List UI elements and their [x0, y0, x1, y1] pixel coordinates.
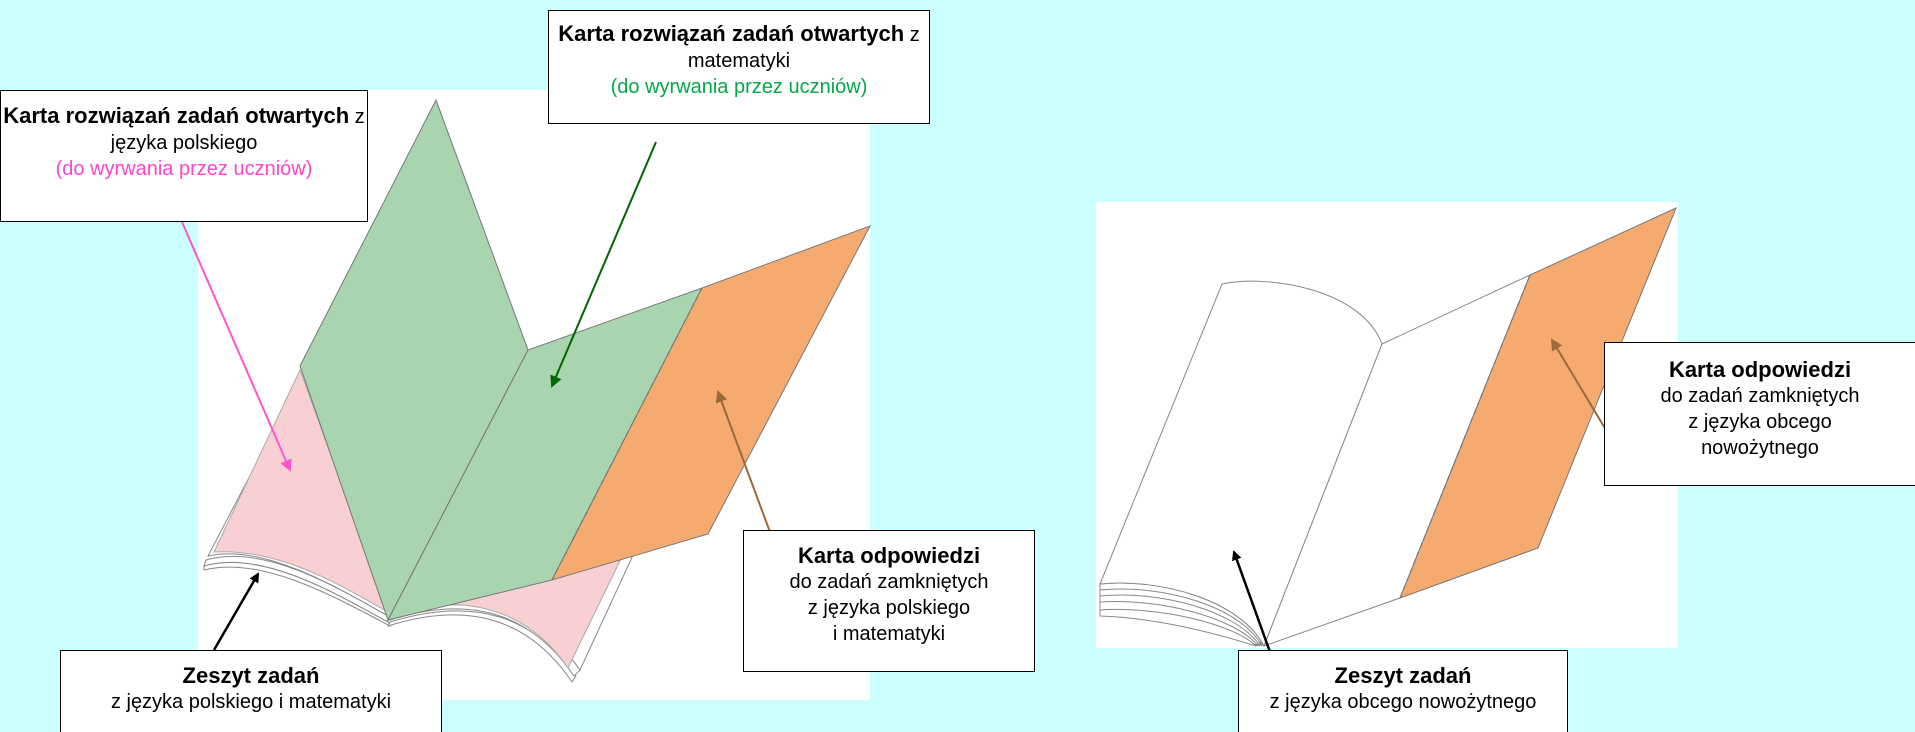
- arrow-answer-right: [1550, 338, 1607, 431]
- arrow-booklet-left: [212, 572, 260, 651]
- tear-line-right: [1399, 274, 1531, 599]
- arrow-polish-open: [181, 221, 292, 472]
- label-title: Karta rozwiązań zadań otwartych: [3, 103, 350, 128]
- label-answer-sheet-right: Karta odpowiedzi do zadań zamkniętych z …: [1604, 342, 1915, 486]
- label-note: (do wyrwania przez uczniów): [610, 76, 868, 98]
- label-booklet-left: Zeszyt zadań z języka polskiego i matema…: [60, 650, 442, 732]
- label-title: Zeszyt zadań: [182, 663, 320, 688]
- arrow-math-open: [550, 141, 657, 388]
- answer-sheet-right: [1399, 207, 1677, 599]
- tear-line-left: [551, 287, 703, 581]
- arrow-answer-left: [715, 390, 771, 533]
- label-polish-open-sheet: Karta rozwiązań zadań otwartych z języka…: [0, 90, 368, 222]
- label-line-3: i matematyki: [832, 623, 946, 645]
- label-subject: z matematyki: [687, 24, 920, 72]
- label-note: (do wyrwania przez uczniów): [55, 158, 313, 180]
- arrow-booklet-right: [1232, 550, 1272, 653]
- label-title: Karta odpowiedzi: [1668, 357, 1852, 382]
- label-line-1: do zadań zamkniętych: [1660, 385, 1860, 407]
- label-line-1: do zadań zamkniętych: [789, 571, 989, 593]
- label-title: Karta rozwiązań zadań otwartych: [558, 21, 905, 46]
- label-math-open-sheet: Karta rozwiązań zadań otwartych z matema…: [548, 10, 930, 124]
- label-title: Zeszyt zadań: [1334, 663, 1472, 688]
- label-line-1: z języka obcego nowożytnego: [1269, 691, 1537, 713]
- label-title: Karta odpowiedzi: [797, 543, 981, 568]
- label-booklet-right: Zeszyt zadań z języka obcego nowożytnego: [1238, 650, 1568, 732]
- label-subject: z języka polskiego: [110, 106, 365, 154]
- label-answer-sheet-left: Karta odpowiedzi do zadań zamkniętych z …: [743, 530, 1035, 672]
- label-line-1: z języka polskiego i matematyki: [110, 691, 392, 713]
- label-line-3: nowożytnego: [1701, 437, 1819, 459]
- label-line-2: z języka obcego: [1688, 411, 1832, 433]
- label-line-2: z języka polskiego: [807, 597, 971, 619]
